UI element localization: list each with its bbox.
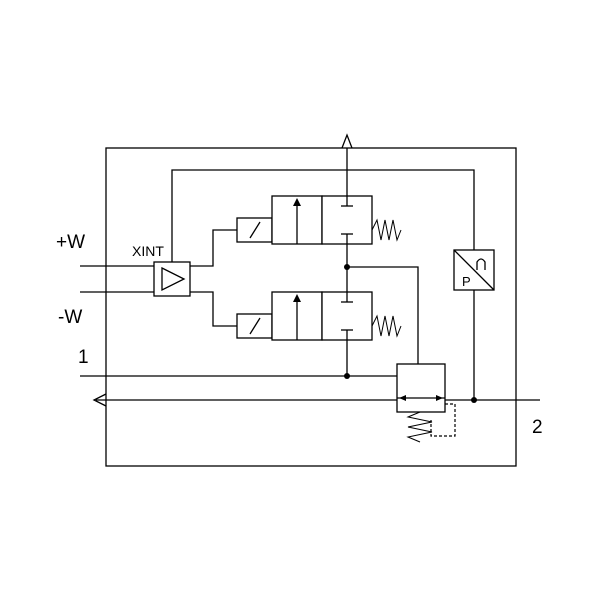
- lower-spring-icon: [371, 314, 402, 338]
- pilot-line: [347, 266, 419, 364]
- amp-to-upper-coil: [190, 229, 237, 267]
- amplifier-icon: [161, 266, 186, 292]
- amp-to-lower-coil: [190, 291, 237, 327]
- plus-w-label: +W: [56, 232, 85, 253]
- exhaust-port-left: [92, 393, 107, 407]
- pressure-sensor: P: [453, 249, 495, 291]
- xint-label: XINT: [132, 243, 164, 259]
- xint-supply-line: [171, 169, 475, 262]
- main-valve-pilot: [430, 403, 456, 437]
- housing-frame: [105, 147, 517, 467]
- exhaust-port-top: [341, 133, 353, 149]
- lower-solenoid-valve: [236, 291, 402, 341]
- pressure-p-label: P: [462, 274, 471, 289]
- sensor-icon: [476, 258, 486, 270]
- minus-w-label: -W: [58, 307, 82, 328]
- main-valve-spring-icon: [406, 411, 433, 443]
- main-valve: [396, 363, 456, 443]
- port-1-label: 1: [78, 347, 89, 368]
- port-2-label: 2: [532, 417, 543, 438]
- junction-port-1: [344, 373, 350, 379]
- upper-solenoid-valve: [236, 195, 402, 245]
- upper-spring-icon: [371, 218, 402, 242]
- amplifier-block: [153, 261, 191, 297]
